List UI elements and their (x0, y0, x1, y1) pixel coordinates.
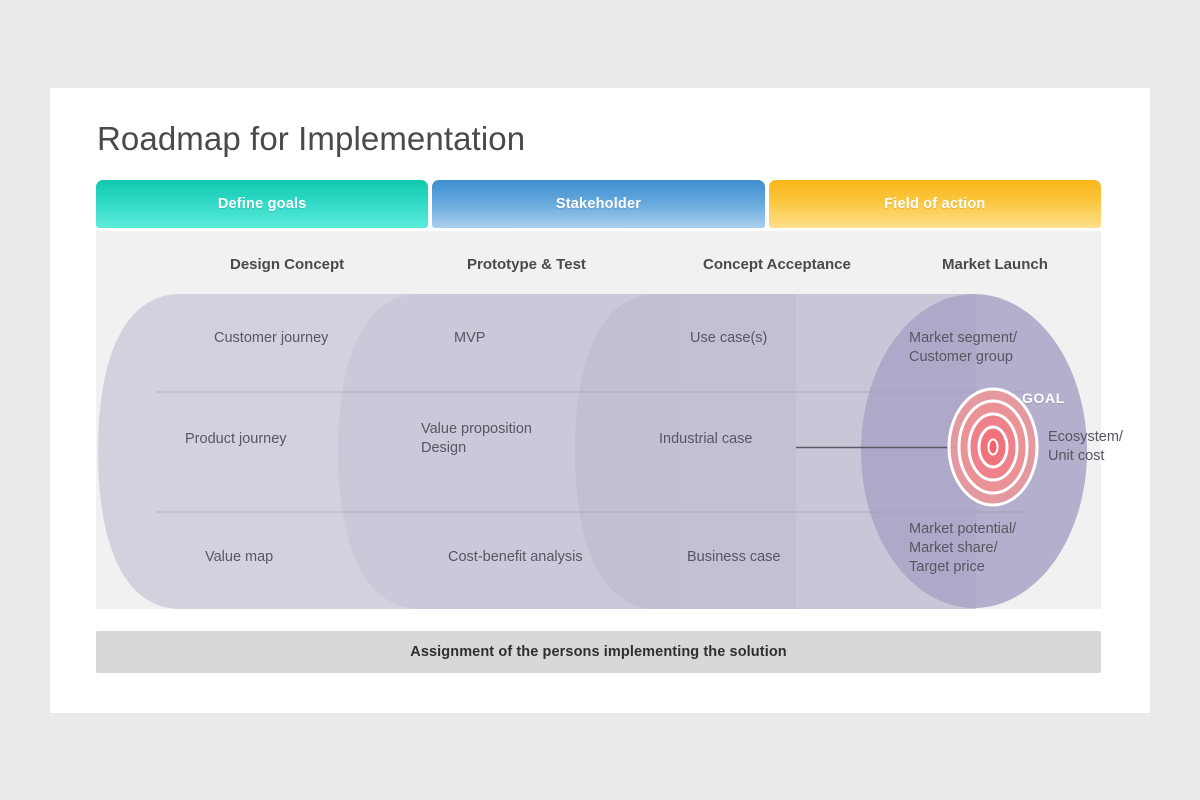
phase-tab-label: Define goals (217, 196, 307, 212)
stage-header-design-concept: Design Concept (230, 256, 345, 273)
phase-tab-bar: Define goals Stakeholder Field of action (96, 180, 1101, 228)
phase-tab-define-goals[interactable]: Define goals (96, 180, 429, 228)
funnel-diagram (96, 294, 1101, 609)
stage-header-prototype-test: Prototype & Test (467, 256, 586, 273)
footer-bar: Assignment of the persons implementing t… (96, 631, 1101, 673)
stage-header-row: Design Concept Prototype & Test Concept … (96, 256, 1101, 286)
phase-tab-field-of-action[interactable]: Field of action (768, 180, 1101, 228)
stage-header-market-launch: Market Launch (942, 256, 1048, 273)
slide-canvas: Roadmap for Implementation Define goals … (50, 88, 1150, 713)
phase-tab-stakeholder[interactable]: Stakeholder (432, 180, 765, 228)
phase-tab-label: Field of action (884, 196, 986, 212)
stage-header-concept-acceptance: Concept Acceptance (703, 256, 851, 273)
page-title: Roadmap for Implementation (97, 120, 526, 157)
footer-text: Assignment of the persons implementing t… (410, 644, 787, 660)
phase-tab-label: Stakeholder (555, 196, 642, 212)
bullseye-target-icon (947, 387, 1039, 507)
funnel-segment-3 (575, 294, 976, 609)
